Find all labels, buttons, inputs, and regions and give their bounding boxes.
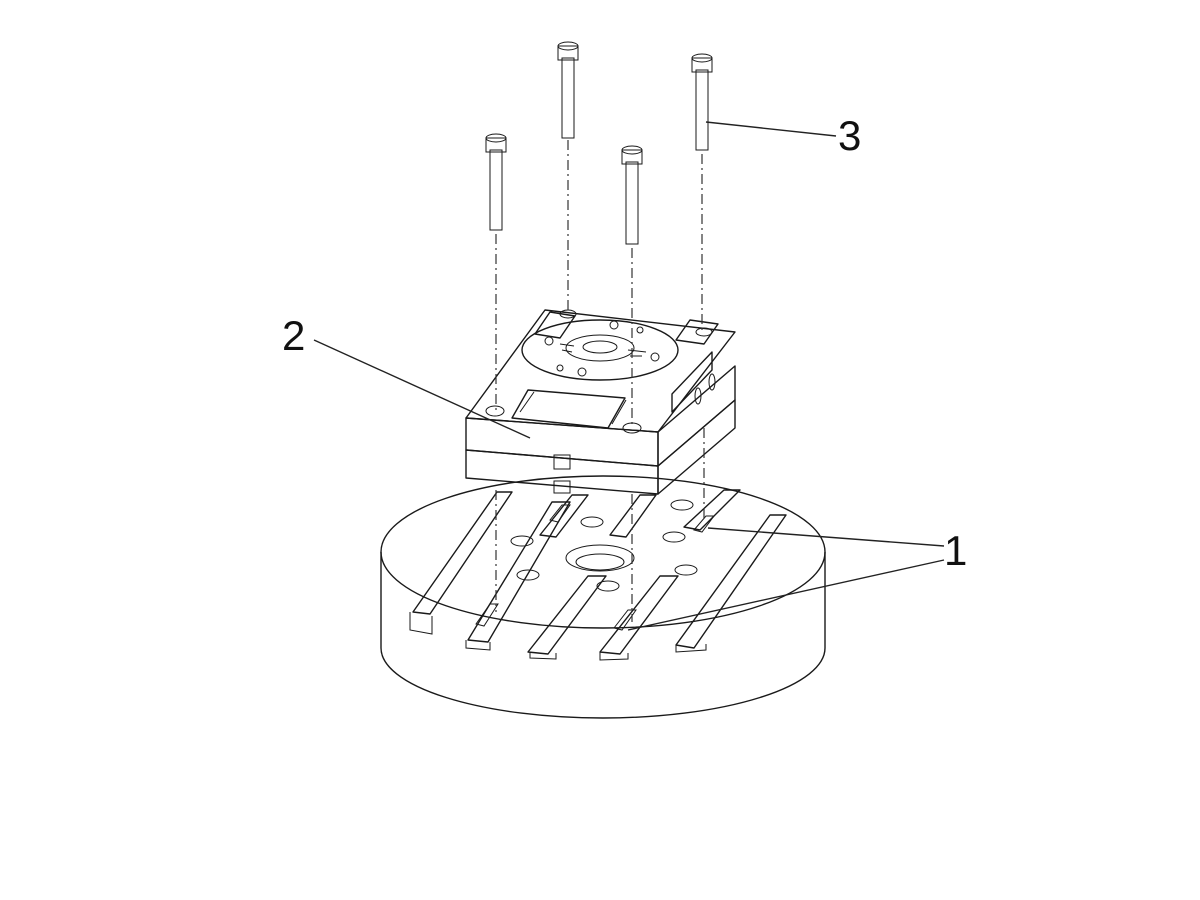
t-nut — [475, 603, 499, 627]
plate-front-lower — [465, 449, 659, 495]
t-slot-table — [380, 475, 826, 719]
rear-right-ledge — [675, 319, 719, 345]
callout-leaders — [313, 121, 945, 631]
slot-ends — [409, 612, 707, 661]
front-pocket — [511, 389, 626, 429]
front-key — [553, 454, 571, 470]
plate-top — [465, 309, 736, 433]
adapter-plate — [465, 309, 736, 495]
leader-1b — [627, 559, 945, 631]
center-bore — [582, 340, 618, 354]
t-nut — [549, 504, 571, 523]
table-side — [380, 552, 826, 719]
t-nut — [693, 515, 715, 533]
t-slots — [412, 489, 787, 655]
disc-markings — [544, 320, 660, 377]
t-nuts — [475, 504, 715, 631]
screw — [691, 53, 713, 151]
leader-1a — [707, 527, 945, 547]
table-top-face — [380, 475, 826, 629]
callout-3: 3 — [838, 112, 861, 159]
alignment-lines — [495, 140, 705, 622]
center-disc — [521, 319, 679, 381]
center-disc-inner — [565, 334, 635, 362]
side-slot — [671, 351, 713, 413]
screws — [485, 41, 713, 245]
screw — [485, 133, 507, 231]
screw — [557, 41, 579, 139]
front-key-lower — [553, 480, 571, 494]
leader-3 — [705, 121, 837, 137]
screw — [621, 145, 643, 245]
callout-2: 2 — [282, 312, 305, 359]
leader-2 — [313, 339, 531, 439]
t-nut — [613, 609, 637, 631]
table-holes — [510, 499, 698, 592]
callout-1: 1 — [944, 527, 967, 574]
